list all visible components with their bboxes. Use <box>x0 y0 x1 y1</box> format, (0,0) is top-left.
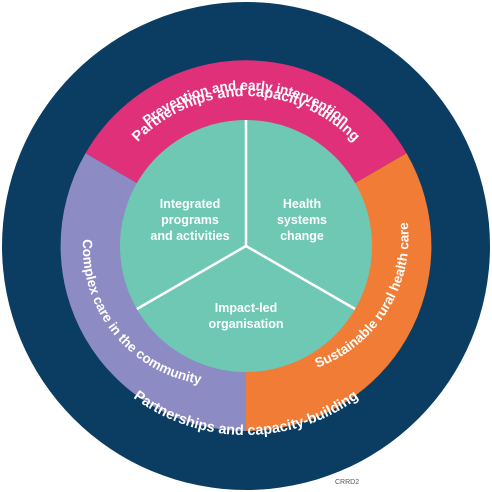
core-divider-left <box>136 244 247 311</box>
core-sector-3-line1: Impact-led <box>215 301 278 315</box>
core-sector-1-line3: and activities <box>150 229 229 243</box>
core-sector-impact-led: Impact-led organisation <box>208 301 283 331</box>
core-sector-3-line2: organisation <box>208 317 283 331</box>
credit-label: CRRD2 <box>335 479 359 486</box>
core-sector-2-line3: change <box>280 229 324 243</box>
core-sector-1-line1: Integrated <box>160 197 220 211</box>
core-divider-right <box>245 244 356 311</box>
core-sector-integrated-programs: Integrated programs and activities <box>150 197 229 243</box>
core-sector-health-systems: Health systems change <box>277 197 327 243</box>
core-sector-1-line2: programs <box>161 213 219 227</box>
core-sector-2-line1: Health <box>283 197 321 211</box>
core-sector-2-line2: systems <box>277 213 327 227</box>
